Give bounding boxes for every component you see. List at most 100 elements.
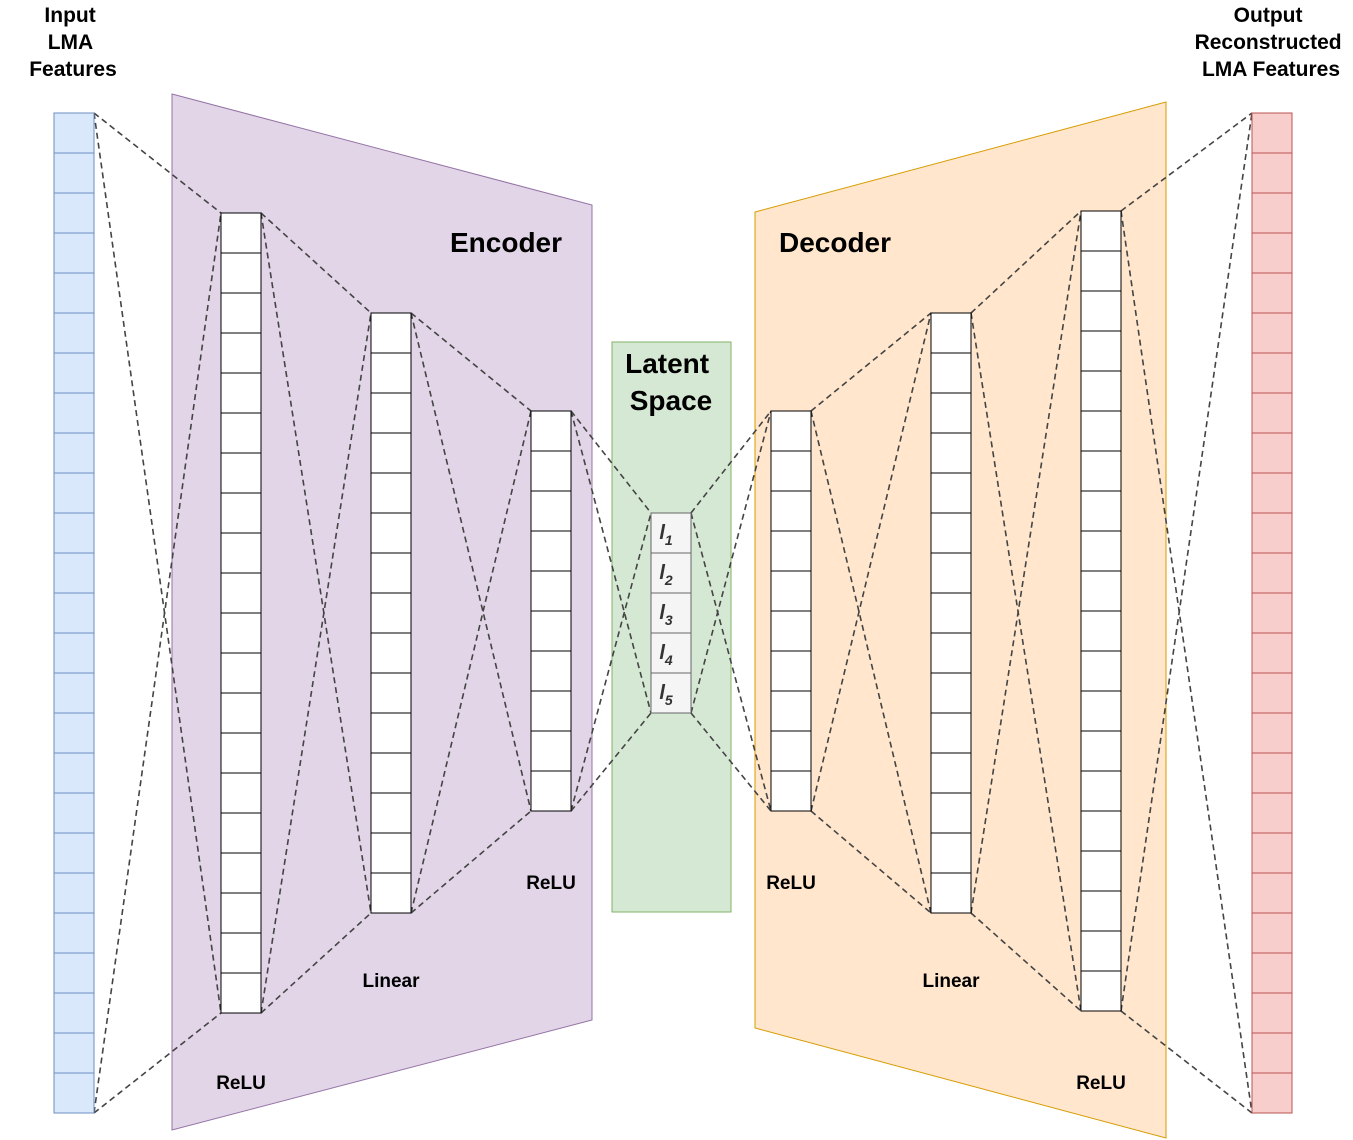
neuron-cell [53,1072,95,1114]
neuron-cell [1080,290,1122,332]
latent-node-label: l4 [659,642,673,668]
neuron-cell [930,512,972,554]
decoder-layer-1 [770,410,812,812]
neuron-cell [1251,552,1293,594]
neuron-cell [53,712,95,754]
neuron-cell [1080,690,1122,732]
dashed-connection-line [1120,112,1253,212]
neuron-cell [220,852,262,894]
dashed-connection-line [810,312,932,412]
neuron-cell [1251,1072,1293,1114]
neuron-cell [530,490,572,532]
neuron-cell [1080,330,1122,372]
neuron-cell [220,692,262,734]
neuron-cell [53,1032,95,1074]
neuron-cell [1080,530,1122,572]
neuron-cell [1251,392,1293,434]
neuron-cell [1080,810,1122,852]
encoder-title: Encoder [450,227,562,258]
input-label: Input LMA Features [29,4,117,81]
dashed-connection-line [570,712,652,812]
neuron-cell [1080,650,1122,692]
neuron-cell [770,610,812,652]
neuron-cell [770,490,812,532]
neuron-cell [53,272,95,314]
neuron-cell [1080,570,1122,612]
neuron-cell [930,552,972,594]
dashed-connection-line [260,312,372,1014]
neuron-cell [770,650,812,692]
dashed-connection-line [810,810,932,914]
input-label-line: LMA [48,31,93,54]
neuron-cell [53,672,95,714]
neuron-cell [370,792,412,834]
neuron-cell [1251,752,1293,794]
input-label-line: Input [44,4,95,27]
neuron-cell [220,292,262,334]
neuron-cell [530,450,572,492]
neuron-cell [930,672,972,714]
latent-node-label: l3 [659,602,673,628]
neuron-cell [1080,210,1122,252]
neuron-cell [53,112,95,154]
neuron-cell [370,392,412,434]
neuron-cell [220,412,262,454]
dashed-connection-line [970,312,1082,1012]
neuron-cell [1080,410,1122,452]
dashed-connection-line [1120,1010,1253,1114]
neuron-cell [53,752,95,794]
latent-title-line: Latent [625,348,709,379]
neuron-cell [930,712,972,754]
encoder-layer-2 [370,312,412,914]
neuron-cell [53,632,95,674]
neuron-cell [220,732,262,774]
neuron-cell [930,592,972,634]
neuron-cell [530,570,572,612]
neuron-cell [530,530,572,572]
dashed-connection-line [93,1012,222,1114]
neuron-cell [930,752,972,794]
neuron-cell [1251,592,1293,634]
neuron-cell [1251,992,1293,1034]
dashed-connection-line [93,112,222,214]
latent-node-label: l2 [659,562,673,588]
neuron-cell [220,572,262,614]
neuron-cell [1080,890,1122,932]
dashed-connection-line [410,312,532,812]
neuron-cell [930,832,972,874]
neuron-cell [1080,930,1122,972]
neuron-cell [1251,672,1293,714]
dashed-connection-line [970,210,1082,314]
neuron-cell [370,832,412,874]
neuron-cell [530,650,572,692]
neuron-cell [930,872,972,914]
neuron-cell [53,872,95,914]
neuron-cell [53,952,95,994]
decoder-layer-3 [1080,210,1122,1012]
encoder-linear-label: Linear [362,971,420,992]
neuron-cell [1080,450,1122,492]
latent-title-line: Space [630,385,713,416]
neuron-cell [530,690,572,732]
neuron-cell [1080,250,1122,292]
neuron-cell [770,530,812,572]
neuron-cell [53,832,95,874]
neuron-cell [1080,610,1122,652]
neuron-cell [930,432,972,474]
neuron-cell [530,410,572,452]
neuron-cell [53,312,95,354]
dashed-connection-line [570,410,652,514]
neuron-cell [1251,872,1293,914]
neuron-cell [530,730,572,772]
dashed-connection-line [690,410,772,714]
neuron-cell [1251,952,1293,994]
neuron-cell [770,570,812,612]
neuron-cell [220,452,262,494]
dashed-connection-line [970,912,1082,1012]
latent-layer [650,512,692,714]
neuron-cell [370,592,412,634]
neuron-cell [53,992,95,1034]
dashed-connection-line [570,512,652,812]
neuron-cell [370,752,412,794]
